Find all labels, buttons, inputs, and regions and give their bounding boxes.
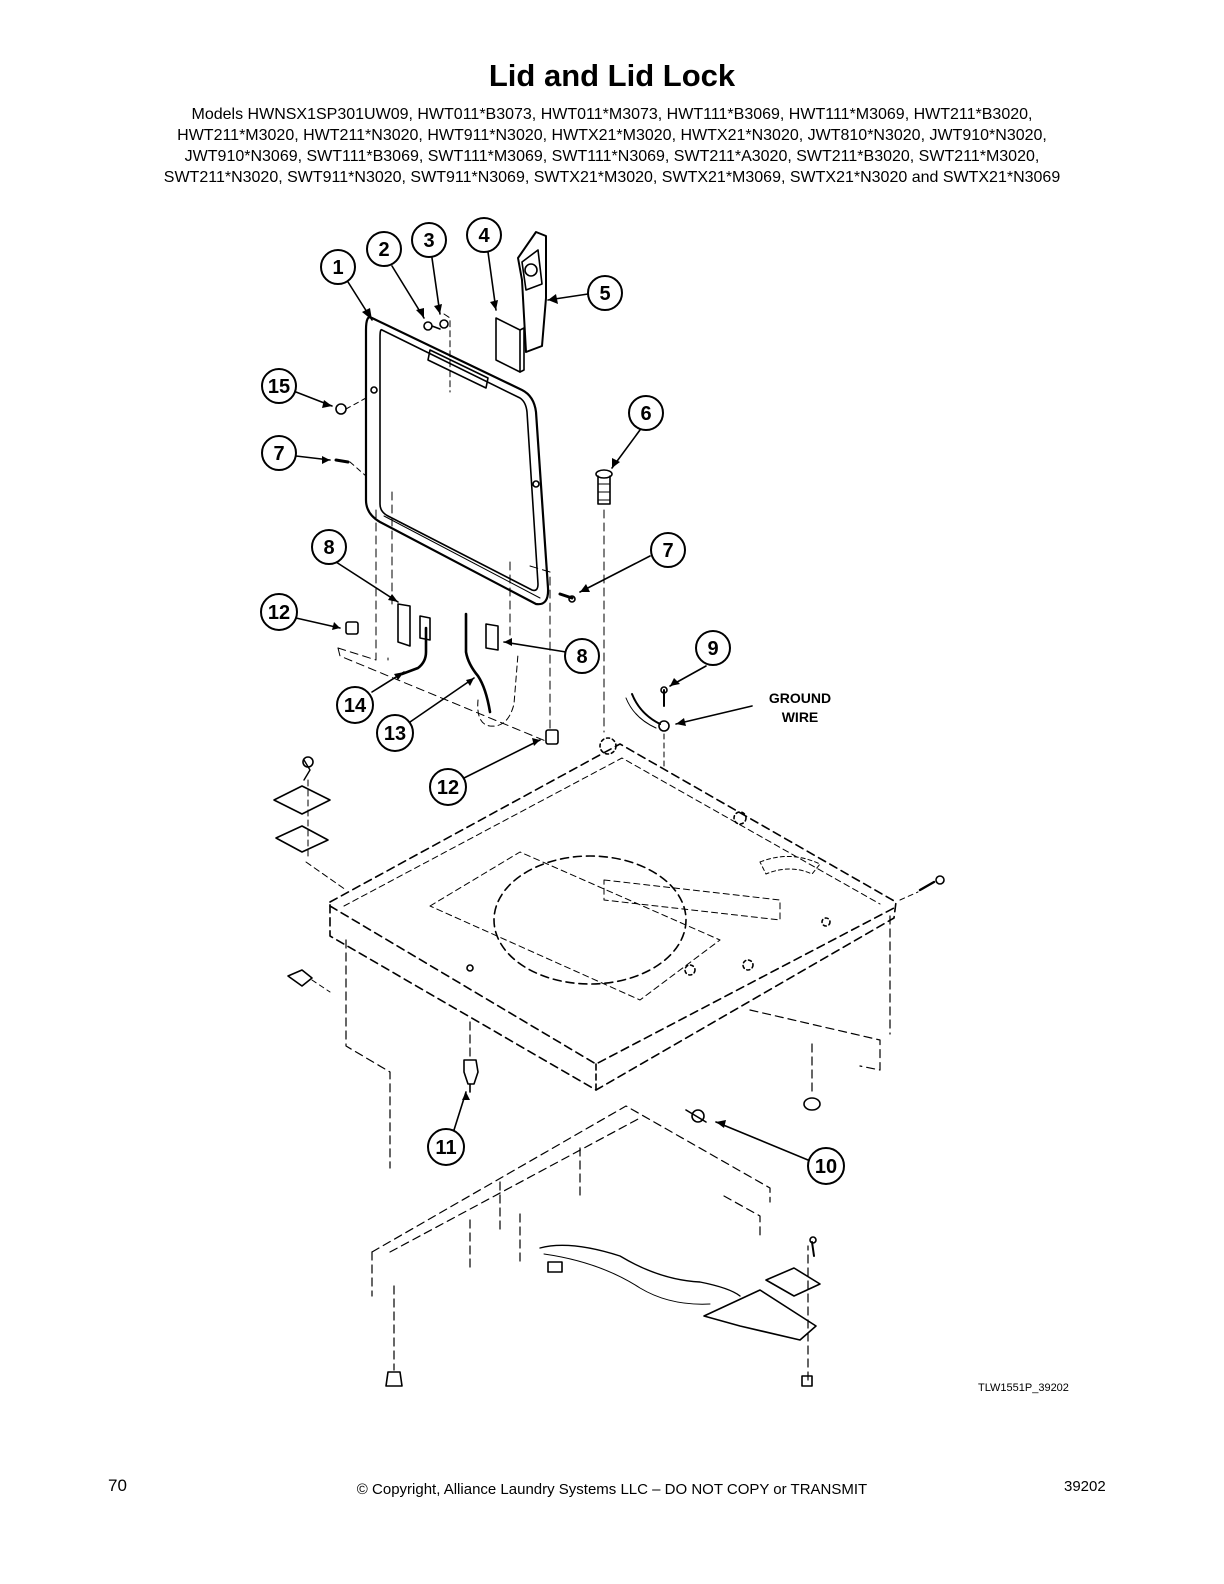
svg-text:12: 12 xyxy=(268,602,290,624)
callout-5: 5 xyxy=(587,275,623,311)
washer-3 xyxy=(439,313,451,393)
callout-11: 11 xyxy=(427,1128,465,1166)
hinge-bracket-8-left xyxy=(397,603,431,647)
svg-text:1: 1 xyxy=(332,257,343,279)
svg-text:2: 2 xyxy=(378,239,389,261)
lower-screw-right xyxy=(801,1375,813,1387)
clamp-10 xyxy=(685,1109,707,1123)
hinge-mount-left xyxy=(273,756,347,891)
lid-lock xyxy=(517,231,547,353)
plunger-11 xyxy=(463,1059,479,1093)
callout-15: 15 xyxy=(261,368,297,404)
callout-9: 9 xyxy=(695,630,731,666)
bumper-15 xyxy=(335,397,367,415)
ground-wire xyxy=(625,686,670,771)
svg-text:15: 15 xyxy=(268,376,290,398)
document-number: 39202 xyxy=(1064,1478,1106,1495)
clip-left xyxy=(287,969,331,993)
screw-7-left xyxy=(334,458,367,477)
arrowheads xyxy=(322,294,726,1128)
hinge-rod-14 xyxy=(400,626,428,676)
callouts: 1 2 3 4 5 6 7 7 8 8 9 10 11 12 12 13 14 … xyxy=(260,217,845,1185)
svg-text:8: 8 xyxy=(323,537,334,559)
svg-text:11: 11 xyxy=(435,1137,456,1159)
page-number: 70 xyxy=(108,1476,127,1495)
copyright-notice: © Copyright, Alliance Laundry Systems LL… xyxy=(356,1481,868,1498)
foot-right xyxy=(803,1097,821,1111)
lower-screw-left xyxy=(385,1371,403,1387)
lower-bracket-right xyxy=(765,1236,821,1297)
svg-text:7: 7 xyxy=(662,540,673,562)
callout-1: 1 xyxy=(320,249,356,285)
pin-6 xyxy=(595,469,613,733)
models-line: Models HWNSX1SP301UW09, HWT011*B3073, HW… xyxy=(191,106,1033,123)
washer-top-panel xyxy=(329,737,897,1091)
ground-wire-label-line: GROUND xyxy=(768,690,832,706)
svg-text:3: 3 xyxy=(423,230,434,252)
callout-4: 4 xyxy=(466,217,502,253)
svg-text:14: 14 xyxy=(344,695,367,717)
cabinet-outline xyxy=(345,915,891,1169)
ground-wire-label-line: WIRE xyxy=(781,709,819,725)
models-line: HWT211*M3020, HWT211*N3020, HWT911*N3020… xyxy=(177,127,1047,144)
figure-id: TLW1551P_39202 xyxy=(978,1382,1069,1394)
callout-8-left: 8 xyxy=(311,529,347,565)
svg-text:8: 8 xyxy=(576,646,587,668)
callout-2: 2 xyxy=(366,231,402,267)
hinge-bushing-12-upper xyxy=(345,621,359,635)
svg-text:5: 5 xyxy=(599,283,610,305)
svg-text:10: 10 xyxy=(815,1156,837,1178)
svg-text:4: 4 xyxy=(478,225,490,247)
svg-text:9: 9 xyxy=(707,638,718,660)
callout-7-right: 7 xyxy=(650,532,686,568)
callout-6: 6 xyxy=(628,395,664,431)
hinge-bracket-8-right xyxy=(485,623,499,651)
lid-lock-bracket xyxy=(495,317,525,373)
callout-8-right: 8 xyxy=(564,638,600,674)
svg-text:12: 12 xyxy=(437,777,459,799)
models-line: JWT910*N3069, SWT111*B3069, SWT111*M3069… xyxy=(184,148,1040,165)
svg-text:7: 7 xyxy=(273,443,284,465)
callout-13: 13 xyxy=(376,714,414,752)
callout-3: 3 xyxy=(411,222,447,258)
assembly-guides xyxy=(337,491,551,743)
callout-12-upper: 12 xyxy=(260,593,298,631)
models-line: SWT211*N3020, SWT911*N3020, SWT911*N3069… xyxy=(163,169,1061,186)
lower-frame xyxy=(371,1105,809,1381)
svg-text:6: 6 xyxy=(640,403,651,425)
callout-12-lower: 12 xyxy=(429,768,467,806)
wire-harness xyxy=(539,1244,817,1341)
callout-7-left: 7 xyxy=(261,435,297,471)
lid-frame xyxy=(364,316,550,606)
callout-14: 14 xyxy=(336,686,374,724)
callout-10: 10 xyxy=(807,1147,845,1185)
hinge-bushing-12-lower xyxy=(545,729,559,745)
models-list: Models HWNSX1SP301UW09, HWT011*B3073, HW… xyxy=(100,104,1124,188)
screw-7-right xyxy=(558,592,576,603)
screw-2 xyxy=(423,321,441,331)
side-screw-right xyxy=(899,875,945,901)
ground-wire-label: GROUND WIRE xyxy=(758,689,842,727)
svg-text:13: 13 xyxy=(384,723,406,745)
page-title: Lid and Lid Lock xyxy=(488,58,736,93)
